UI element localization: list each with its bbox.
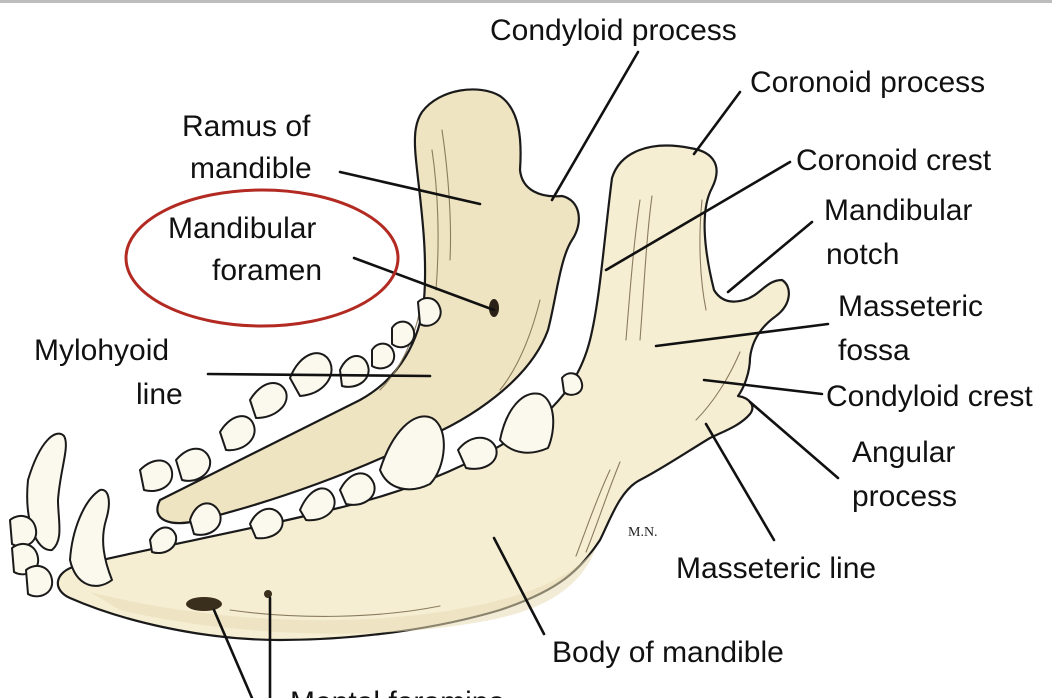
label-mandibular-notch-line1: Mandibular [824,194,972,227]
leader-condyloid-process [550,50,640,202]
label-mandibular-foramen-line2: foramen [212,254,322,287]
label-condyloid-crest: Condyloid crest [826,380,1033,413]
leader-body [492,536,546,636]
leader-mylohyoid [206,372,432,378]
leader-condyloid-crest [702,378,824,396]
highlight-ellipse [124,188,400,328]
leader-lines [206,50,840,698]
label-angular-process-line2: process [852,480,957,513]
leader-mental-foramen-1 [212,608,254,698]
label-coronoid-process: Coronoid process [750,66,985,99]
artist-signature: M.N. [628,525,658,540]
leader-coronoid-crest [604,160,792,272]
mental-foramen-small [264,590,272,598]
label-mandibular-foramen-line1: Mandibular [168,212,316,245]
mandibular-foramen-hole [489,299,499,317]
label-mylohyoid-line2: line [136,378,183,411]
near-teeth-row [9,392,555,598]
label-body-of-mandible: Body of mandible [552,636,784,669]
label-ramus-line2: mandible [190,152,312,185]
labels: Condyloid process Coronoid process Ramus… [34,14,1033,698]
leader-masseteric-fossa [654,322,830,348]
label-coronoid-crest: Coronoid crest [796,144,992,177]
label-mandibular-notch-line2: notch [826,238,899,271]
far-teeth-row [139,297,584,492]
label-ramus-line1: Ramus of [182,110,311,143]
body-shading [90,548,596,634]
label-mental-foramina: Mental foramina [290,686,505,698]
leader-masseteric-line [704,422,776,542]
label-masseteric-fossa-line1: Masseteric [838,290,983,323]
label-condyloid-process: Condyloid process [490,14,737,47]
mental-foramen-large [186,597,222,611]
label-angular-process-line1: Angular [852,436,955,469]
label-mylohyoid-line1: Mylohyoid [34,334,169,367]
leader-ramus [338,170,482,206]
hatching [229,129,741,617]
leader-mandibular-notch [726,220,814,294]
label-masseteric-line: Masseteric line [676,552,876,585]
leader-angular-process [748,400,840,480]
leader-mandibular-foramen [352,256,496,312]
leader-coronoid-process [692,90,742,156]
label-masseteric-fossa-line2: fossa [838,334,910,367]
